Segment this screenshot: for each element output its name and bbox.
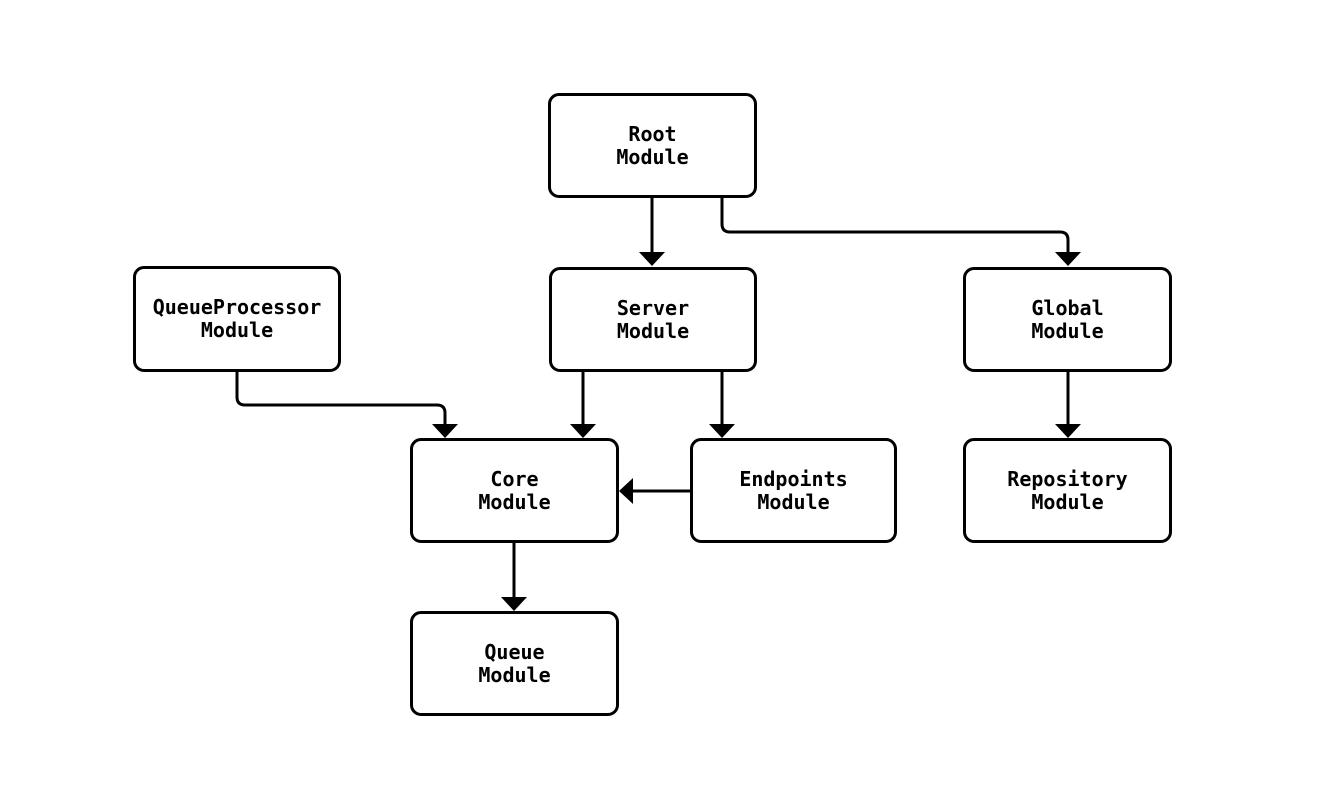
node-global-module-label: Global Module	[1031, 295, 1104, 343]
edge-server-core	[570, 372, 596, 438]
node-core-module-label: Core Module	[478, 466, 551, 514]
node-repository-module: Repository Module	[963, 438, 1172, 543]
node-core-module: Core Module	[410, 438, 619, 543]
node-queueprocessor-module-label: QueueProcessor Module	[152, 295, 322, 342]
edge-global-repository	[1055, 372, 1081, 438]
node-server-module-label: Server Module	[616, 295, 690, 343]
node-server-module: Server Module	[549, 267, 757, 372]
node-endpoints-module-label: Endpoints Module	[739, 466, 848, 514]
node-global-module: Global Module	[963, 267, 1172, 372]
node-root-module-label: Root Module	[616, 121, 689, 169]
node-root-module: Root Module	[548, 93, 757, 198]
node-endpoints-module: Endpoints Module	[690, 438, 897, 543]
edge-root-server	[639, 198, 665, 266]
edge-endpoints-core	[619, 478, 690, 504]
edge-root-global	[720, 198, 1081, 266]
node-queue-module: Queue Module	[410, 611, 619, 716]
edge-core-queue	[501, 543, 527, 611]
node-repository-module-label: Repository Module	[1007, 466, 1128, 514]
node-queueprocessor-module: QueueProcessor Module	[133, 266, 341, 372]
edge-queueprocessor-core	[235, 372, 458, 438]
node-queue-module-label: Queue Module	[478, 639, 551, 687]
edge-server-endpoints	[709, 372, 735, 438]
